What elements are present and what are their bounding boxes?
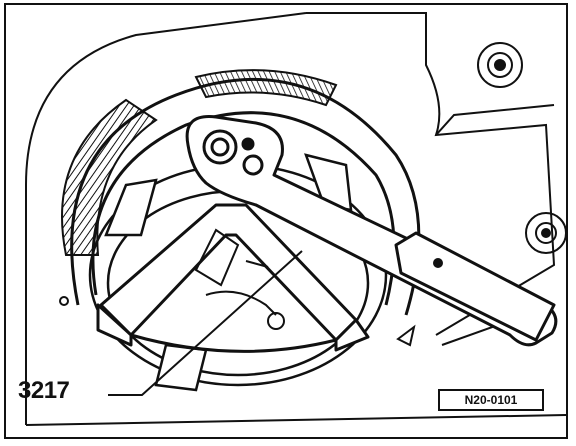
seal-ring-left: [61, 98, 158, 256]
small-hole: [59, 296, 69, 306]
diagram-frame: 3217 N20-0101: [4, 3, 568, 439]
technical-illustration: [25, 12, 566, 426]
leader-line: [108, 250, 303, 396]
ratchet-wrench: [185, 115, 558, 347]
figure-code: N20-0101: [438, 389, 544, 411]
screw-boss-right: [525, 212, 566, 254]
alignment-mark: [396, 324, 416, 347]
screw-boss-top: [477, 42, 523, 88]
pump-flange: [194, 228, 285, 330]
body-panel: [25, 12, 566, 426]
special-tool-3217: [96, 203, 370, 353]
part-number-label: 3217: [18, 377, 70, 404]
locking-ring: [88, 153, 388, 392]
seal-ring-top: [194, 69, 338, 107]
